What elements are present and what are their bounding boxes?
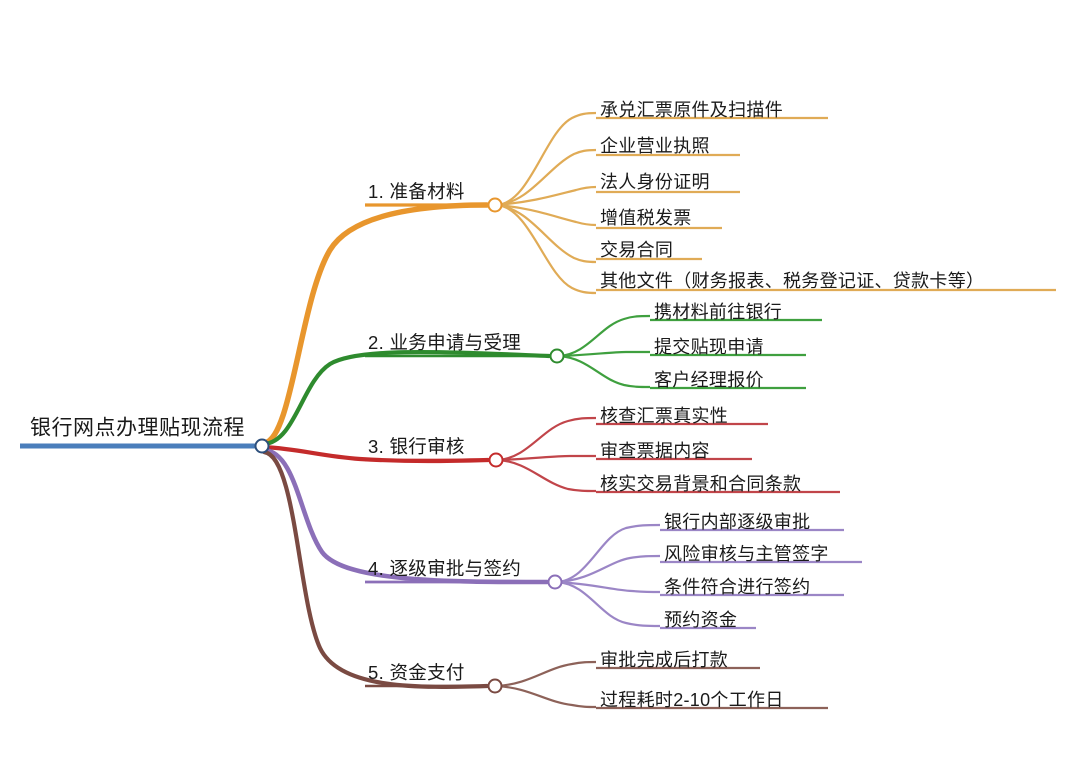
trunk-branch-1 [261, 202, 490, 446]
root-label[interactable]: 银行网点办理贴现流程 [30, 416, 245, 440]
leaf-edge-4-3 [556, 580, 661, 594]
leaf-edge-1-4 [496, 203, 597, 227]
leaf-label-1-6[interactable]: 其他文件（财务报表、税务登记证、贷款卡等） [600, 271, 985, 291]
leaf-edge-2-1 [558, 314, 651, 358]
root-node-dot[interactable] [254, 438, 270, 454]
leaf-edge-3-2 [497, 454, 596, 462]
leaf-edge-3-1 [497, 416, 597, 462]
leaf-edge-1-5 [496, 203, 597, 264]
leaf-label-4-2[interactable]: 风险审核与主管签字 [664, 544, 829, 564]
branch-node-dot-5[interactable] [487, 678, 503, 694]
leaf-label-1-1[interactable]: 承兑汇票原件及扫描件 [600, 100, 783, 120]
leaf-edge-1-6 [496, 203, 597, 295]
trunk-branch-2 [261, 349, 552, 447]
leaf-edge-5-2 [496, 684, 597, 709]
branch-label-4[interactable]: 4. 逐级审批与签约 [368, 557, 522, 579]
leaf-label-3-2[interactable]: 审查票据内容 [600, 441, 710, 461]
leaf-edge-4-4 [556, 580, 661, 628]
branch-node-dot-2[interactable] [549, 348, 565, 364]
leaf-label-2-1[interactable]: 携材料前往银行 [654, 302, 783, 322]
leaf-edge-2-3 [558, 354, 651, 389]
leaf-label-1-5[interactable]: 交易合同 [600, 240, 674, 260]
leaf-edge-4-2 [556, 554, 661, 584]
leaf-edge-4-1 [556, 523, 661, 584]
branch-label-2[interactable]: 2. 业务申请与受理 [368, 331, 522, 353]
leaf-label-5-1[interactable]: 审批完成后打款 [600, 650, 729, 670]
leaf-label-2-3[interactable]: 客户经理报价 [654, 370, 764, 390]
leaf-edge-1-3 [496, 185, 597, 207]
leaf-label-3-1[interactable]: 核查汇票真实性 [600, 406, 729, 426]
branch-label-5[interactable]: 5. 资金支付 [368, 661, 465, 683]
branch-node-dot-3[interactable] [488, 452, 504, 468]
leaf-label-2-2[interactable]: 提交贴现申请 [654, 337, 764, 357]
leaf-label-1-3[interactable]: 法人身份证明 [600, 172, 710, 192]
branch-label-1[interactable]: 1. 准备材料 [368, 180, 465, 202]
branch-node-dot-4[interactable] [547, 574, 563, 590]
leaf-label-5-2[interactable]: 过程耗时2-10个工作日 [600, 690, 784, 710]
leaf-edge-1-2 [496, 148, 597, 207]
leaf-label-3-3[interactable]: 核实交易背景和合同条款 [600, 474, 802, 494]
leaf-label-1-4[interactable]: 增值税发票 [600, 208, 692, 228]
leaf-edge-1-1 [496, 111, 597, 207]
leaf-label-1-2[interactable]: 企业营业执照 [600, 136, 710, 156]
leaf-edge-2-2 [558, 350, 650, 358]
leaf-label-4-3[interactable]: 条件符合进行签约 [664, 577, 811, 597]
leaf-label-4-4[interactable]: 预约资金 [664, 610, 738, 630]
branch-node-dot-1[interactable] [487, 197, 503, 213]
branch-label-3[interactable]: 3. 银行审核 [368, 435, 465, 457]
leaf-edge-5-1 [496, 660, 597, 688]
leaf-label-4-1[interactable]: 银行内部逐级审批 [664, 512, 811, 532]
leaf-edge-3-3 [497, 458, 597, 493]
